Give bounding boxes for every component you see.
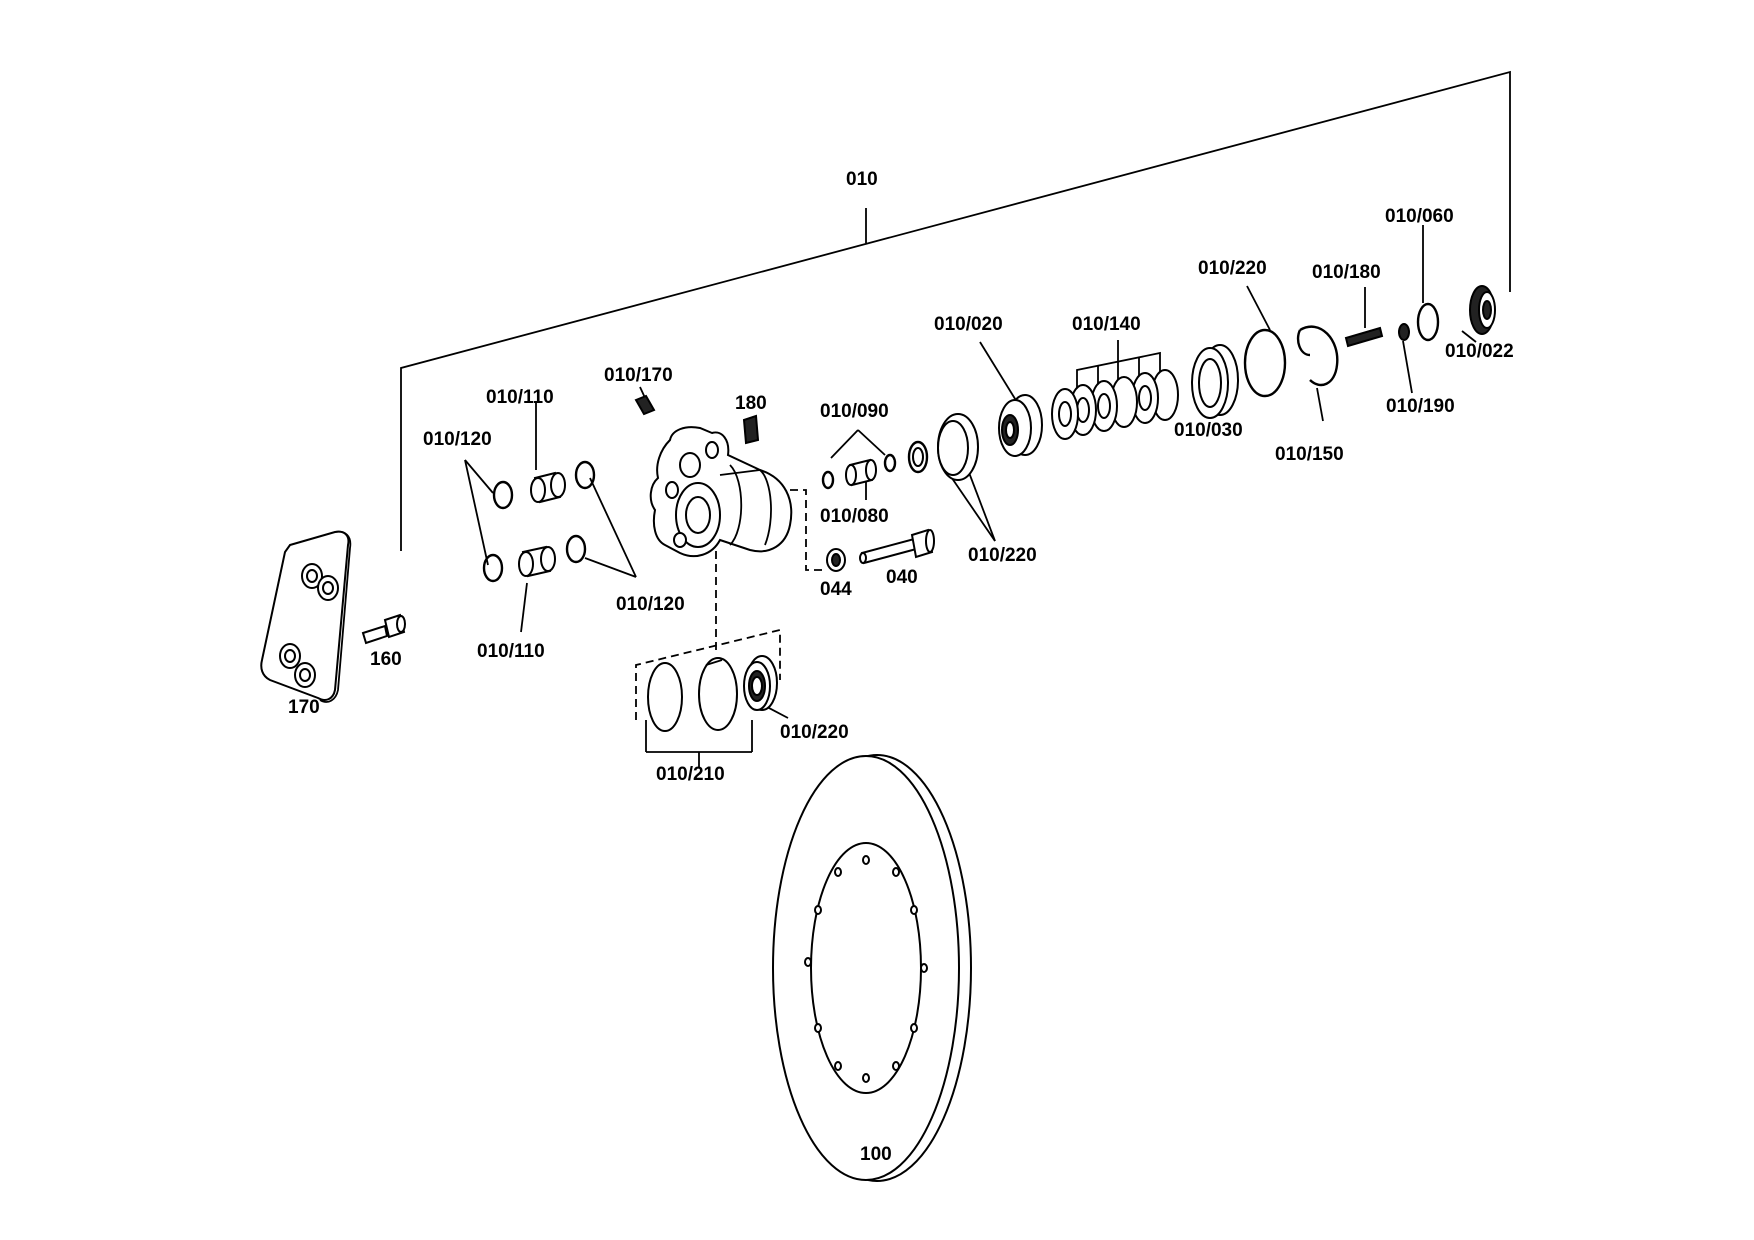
sleeve-010-080	[845, 458, 877, 487]
plug-010-170	[634, 394, 656, 416]
label-010-220-lower: 010/220	[780, 722, 849, 743]
ring-010-060	[1416, 302, 1440, 342]
ball-010-190	[1398, 323, 1410, 341]
label-010-140: 010/140	[1072, 314, 1141, 335]
label-010-150: 010/150	[1275, 444, 1344, 465]
label-180: 180	[735, 393, 767, 414]
label-010-170: 010/170	[604, 365, 673, 386]
sleeve-010-110-bottom	[518, 545, 556, 578]
label-010-080: 010/080	[820, 506, 889, 527]
disc-stack-010-140	[1051, 369, 1179, 440]
assembly-bracket-010	[400, 70, 1511, 551]
orings-010-120-bottom	[482, 534, 587, 583]
seal-010-220-lower	[743, 655, 778, 711]
shims-010-210	[647, 657, 738, 732]
ring-010-220-upper	[1243, 328, 1287, 398]
screw-160	[361, 613, 406, 645]
label-010-120-bottom: 010/120	[616, 594, 685, 615]
label-010-190: 010/190	[1386, 396, 1455, 417]
label-010-220-mid: 010/220	[968, 545, 1037, 566]
label-100: 100	[860, 1144, 892, 1165]
label-010-210: 010/210	[656, 764, 725, 785]
label-010: 010	[846, 169, 878, 190]
bearing-010-030	[1191, 344, 1239, 419]
pin-010-180	[1344, 326, 1384, 348]
snap-ring-010-150	[1296, 325, 1339, 387]
cover-plate-170	[260, 530, 352, 703]
label-010-020: 010/020	[934, 314, 1003, 335]
label-010-110-top: 010/110	[486, 387, 554, 408]
sleeve-010-110-top	[530, 471, 566, 504]
label-040: 040	[886, 567, 918, 588]
label-170: 170	[288, 697, 320, 718]
orings-010-090	[821, 453, 897, 490]
disc-100	[772, 754, 972, 1182]
label-010-110-bottom: 010/110	[477, 641, 545, 662]
label-010-090: 010/090	[820, 401, 889, 422]
label-010-030: 010/030	[1174, 420, 1243, 441]
orings-010-120-top	[492, 460, 596, 510]
label-010-220-top: 010/220	[1198, 258, 1267, 279]
label-010-180: 010/180	[1312, 262, 1381, 283]
washer-044	[826, 548, 846, 572]
pump-housing	[649, 426, 793, 558]
plug-180	[742, 414, 760, 445]
bolt-040	[859, 528, 935, 565]
leader-lines	[464, 225, 1477, 767]
part-labels: 010 010/060 010/220 010/180 010/140 010/…	[288, 169, 1514, 1165]
ring-010-220-middle	[907, 413, 979, 481]
label-010-022: 010/022	[1445, 341, 1514, 362]
gear-010-020	[998, 394, 1043, 457]
label-010-060: 010/060	[1385, 206, 1454, 227]
label-160: 160	[370, 649, 402, 670]
nut-010-022	[1469, 285, 1496, 335]
label-044: 044	[820, 579, 852, 600]
label-010-120-top: 010/120	[423, 429, 492, 450]
